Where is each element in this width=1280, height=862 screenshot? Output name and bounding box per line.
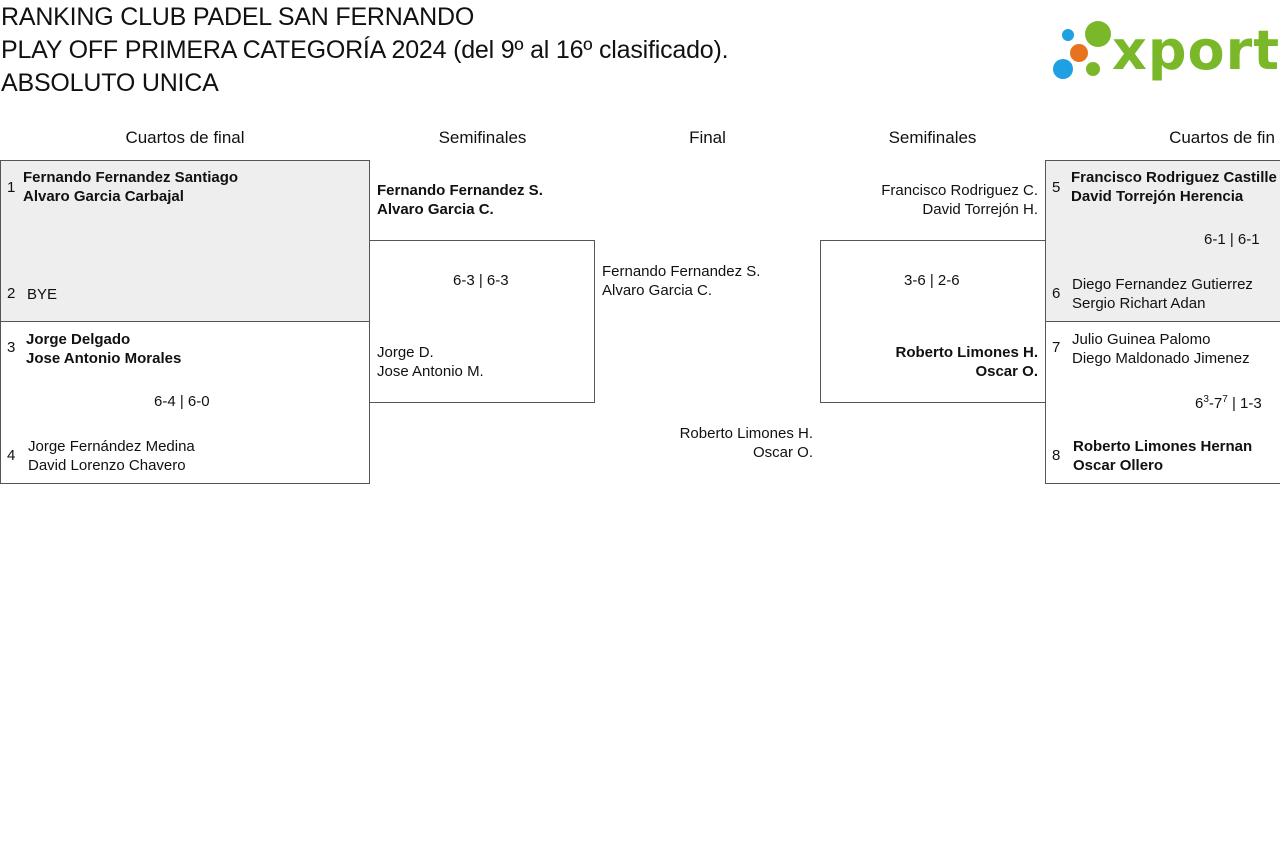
set1-games-a: 6	[1195, 395, 1204, 412]
logo-wordmark: xporty	[1112, 19, 1280, 82]
seed-number: 4	[7, 447, 16, 464]
player-name: Alvaro Garcia Carbajal	[23, 188, 184, 205]
xporty-logo-mark	[1053, 21, 1111, 79]
player-name: Jorge D.	[377, 344, 434, 361]
player-name: Roberto Limones H.	[895, 344, 1038, 361]
title-line-1: RANKING CLUB PADEL SAN FERNANDO	[1, 3, 475, 31]
player-name: Diego Fernandez Gutierrez	[1072, 276, 1253, 293]
seed-number: 6	[1052, 285, 1061, 302]
player-name: Oscar O.	[975, 363, 1038, 380]
player-name: Francisco Rodriguez C.	[881, 182, 1038, 199]
player-name: Alvaro Garcia C.	[377, 201, 494, 218]
seed-number: 5	[1052, 179, 1061, 196]
seed-number: 2	[7, 285, 16, 302]
header-left-semis: Semifinales	[438, 128, 527, 147]
match-box-left-semi	[369, 240, 595, 403]
header-final: Final	[689, 128, 726, 147]
player-name: Diego Maldonado Jimenez	[1072, 350, 1250, 367]
title-line-2: PLAY OFF PRIMERA CATEGORÍA 2024 (del 9º …	[1, 36, 729, 64]
header-right-semis: Semifinales	[888, 128, 977, 147]
player-name: Fernando Fernandez S.	[602, 263, 761, 280]
xporty-logo: xporty	[1050, 18, 1280, 84]
player-name: Jorge Fernández Medina	[28, 438, 195, 455]
player-name: Francisco Rodriguez Castille	[1071, 169, 1277, 186]
set1-tiebreak-b: 7	[1222, 394, 1228, 405]
player-name: Fernando Fernandez Santiago	[23, 169, 239, 186]
remaining-sets: | 1-3	[1227, 395, 1262, 412]
match-score-tiebreak: 63-77 | 1-3	[1195, 394, 1262, 413]
header-right-quarters: Cuartos de fin	[1169, 128, 1275, 147]
player-name: David Torrejón H.	[922, 201, 1038, 218]
player-name: David Lorenzo Chavero	[28, 457, 186, 474]
player-name: Jose Antonio M.	[377, 363, 484, 380]
player-name: Oscar Ollero	[1073, 457, 1164, 474]
player-name: Fernando Fernandez S.	[377, 182, 543, 199]
player-name: Sergio Richart Adan	[1072, 295, 1206, 312]
player-name: Jose Antonio Morales	[26, 350, 182, 367]
set1-separator: -	[1208, 395, 1214, 412]
player-name: Julio Guinea Palomo	[1072, 331, 1211, 348]
player-name: BYE	[27, 286, 58, 303]
set1-tiebreak-a: 3	[1203, 394, 1209, 405]
header-left-quarters: Cuartos de final	[125, 128, 245, 147]
match-score: 3-6 | 2-6	[904, 272, 960, 289]
seed-number: 7	[1052, 339, 1061, 356]
seed-number: 1	[7, 179, 16, 196]
player-name: Roberto Limones Hernan	[1073, 438, 1253, 455]
player-name: Oscar O.	[752, 444, 813, 461]
player-name: Jorge Delgado	[26, 331, 131, 348]
seed-number: 3	[7, 339, 16, 356]
match-score: 6-1 | 6-1	[1204, 231, 1260, 248]
match-box-left-qf-1	[0, 160, 370, 322]
title-line-3: ABSOLUTO UNICA	[1, 69, 219, 97]
set1-games-b: 7	[1213, 395, 1223, 412]
player-name: David Torrejón Herencia	[1071, 188, 1244, 205]
match-score: 6-3 | 6-3	[453, 272, 509, 289]
seed-number: 8	[1052, 447, 1061, 464]
player-name: Alvaro Garcia C.	[602, 282, 713, 299]
match-box-right-qf-2	[1045, 321, 1280, 484]
match-score: 6-4 | 6-0	[154, 393, 210, 410]
player-name: Roberto Limones H.	[679, 425, 813, 442]
